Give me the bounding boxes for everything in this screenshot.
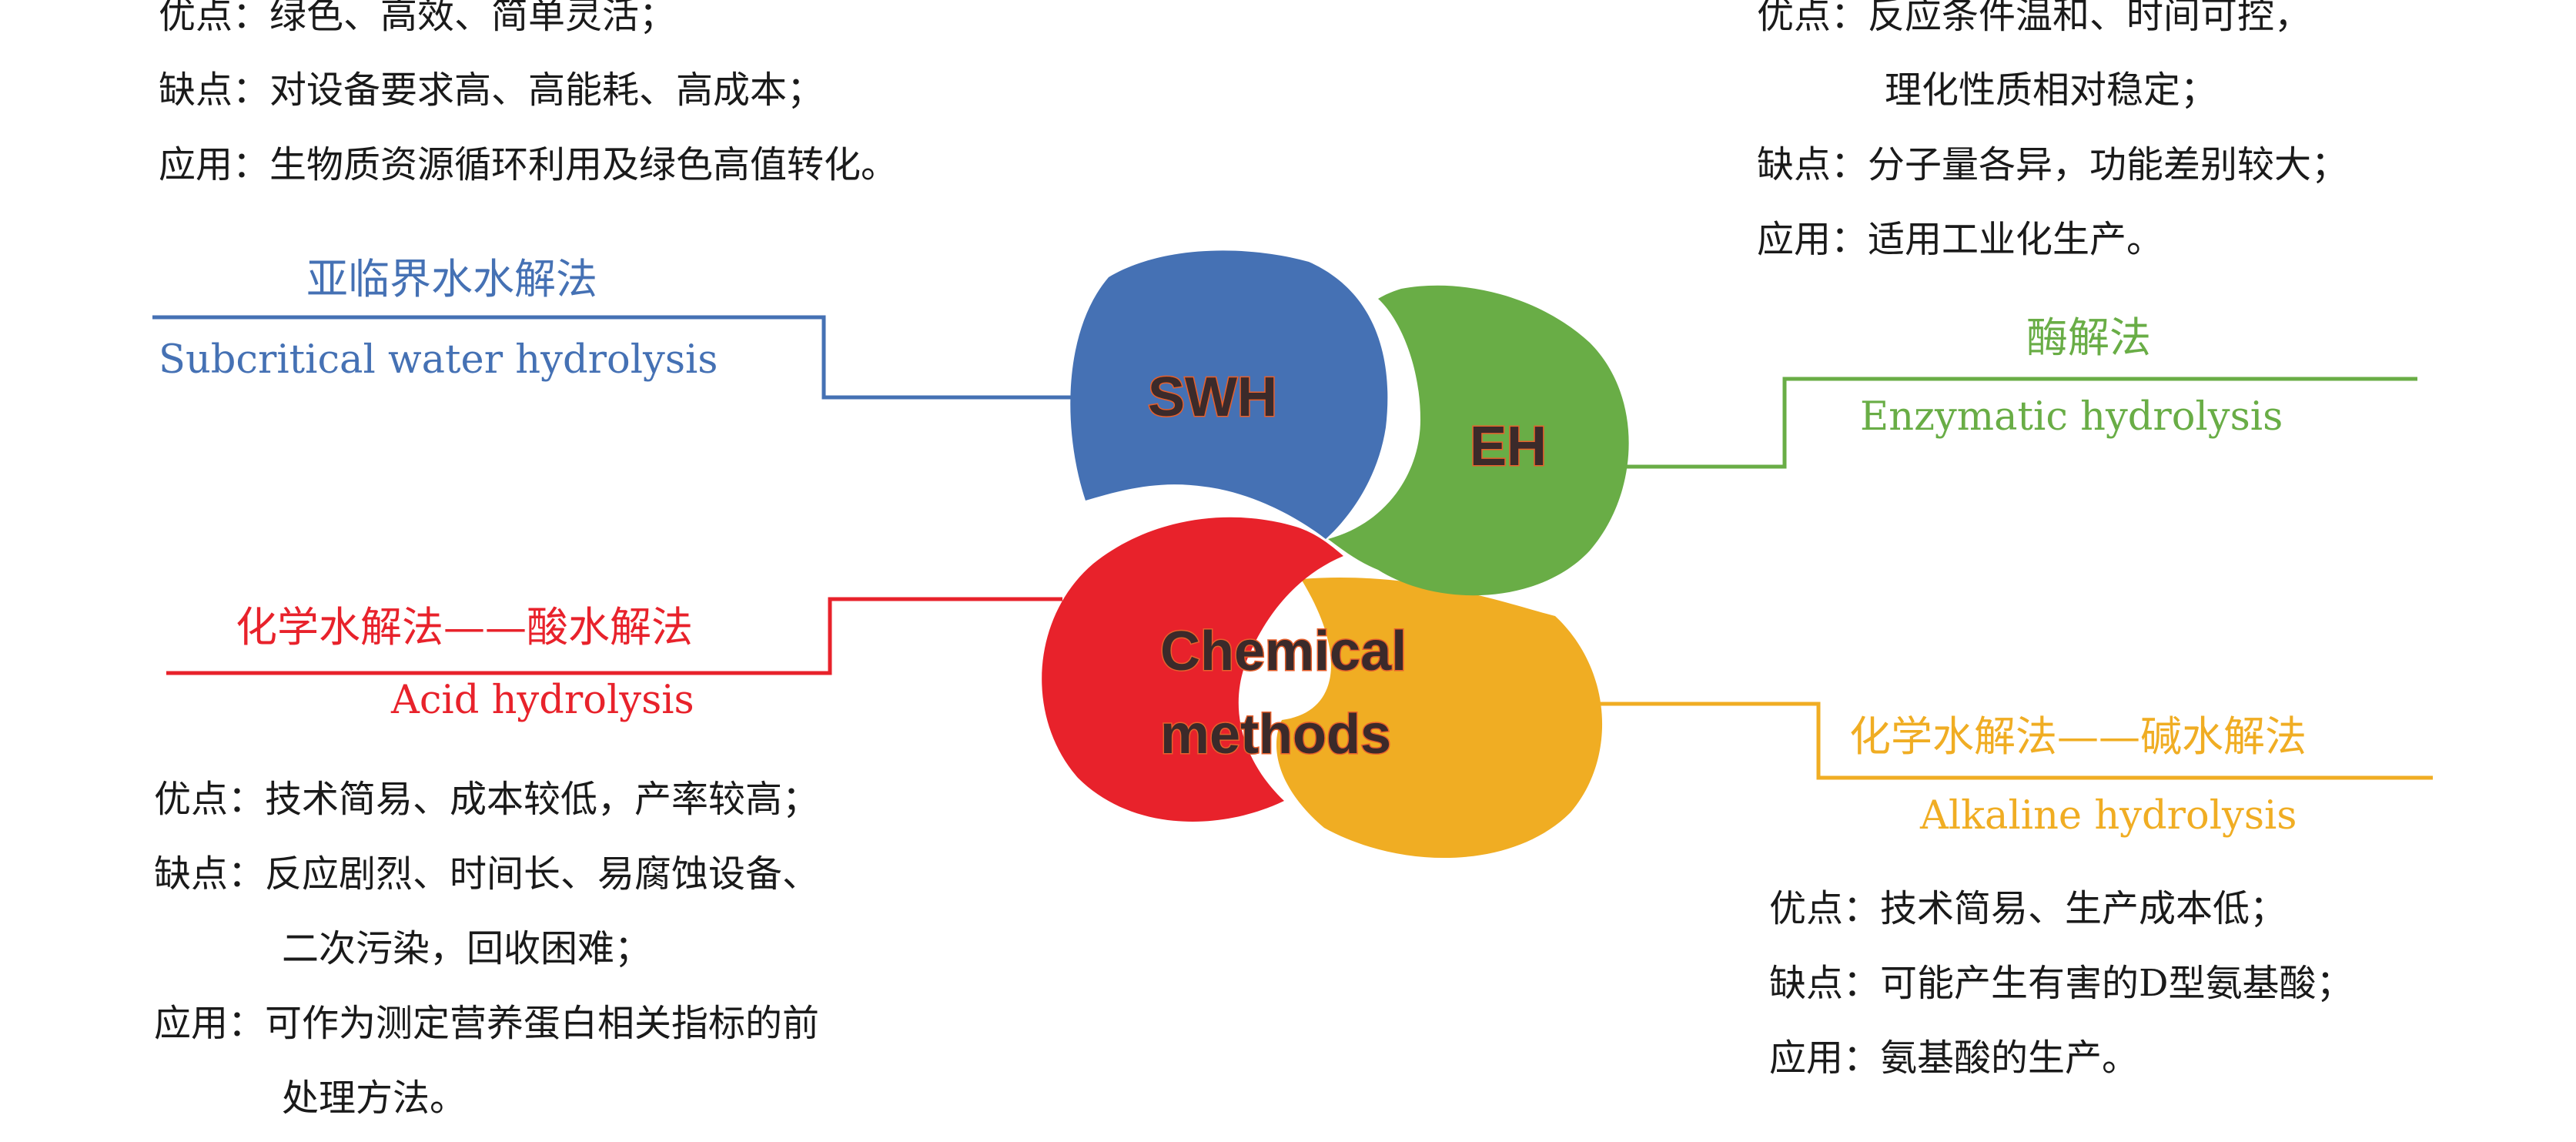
alkaline-cons-text: 可能产生有害的D型氨基酸； <box>1880 962 2354 1005</box>
chemical-label-line1: Chemical <box>1160 621 1407 682</box>
acid-app-text-2: 处理方法。 <box>282 1077 467 1120</box>
acid-petal <box>1042 517 1343 822</box>
swh-cons: 缺点：对设备要求高、高能耗、高成本； <box>159 59 898 134</box>
alkaline-connector <box>1580 702 2433 780</box>
acid-title-en: Acid hydrolysis <box>391 678 694 723</box>
alkaline-title-en: Alkaline hydrolysis <box>1920 793 2297 839</box>
eh-cons-label: 缺点： <box>1757 143 1868 186</box>
acid-cons-label: 缺点： <box>154 852 266 896</box>
swh-title-zh: 亚临界水水解法 <box>306 255 597 303</box>
swh-abbr: SWH <box>1148 367 1277 428</box>
chemical-label-line2: methods <box>1160 704 1391 765</box>
eh-cons: 缺点：分子量各异，功能差别较大； <box>1757 134 2348 209</box>
alkaline-pros: 优点：技术简易、生产成本低； <box>1769 878 2354 953</box>
acid-app: 应用：可作为测定营养蛋白相关指标的前 <box>154 993 819 1067</box>
eh-pros: 优点：反应条件温和、时间可控， <box>1757 0 2348 59</box>
alkaline-app-label: 应用： <box>1769 1037 1881 1080</box>
eh-connector <box>1626 377 2417 469</box>
swh-title-en: Subcritical water hydrolysis <box>159 337 718 383</box>
alkaline-app: 应用：氨基酸的生产。 <box>1769 1027 2354 1102</box>
eh-pros-label: 优点： <box>1757 0 1868 37</box>
swh-cons-text: 对设备要求高、高能耗、高成本； <box>269 69 825 112</box>
swh-app-label: 应用： <box>159 143 270 186</box>
alkaline-notes: 优点：技术简易、生产成本低； 缺点：可能产生有害的D型氨基酸； 应用：氨基酸的生… <box>1769 878 2354 1102</box>
eh-title-zh: 酶解法 <box>2026 313 2151 362</box>
swh-notes: 优点：绿色、高效、简单灵活； 缺点：对设备要求高、高能耗、高成本； 应用：生物质… <box>159 0 898 209</box>
acid-cons-text-2: 二次污染，回收困难； <box>282 927 652 970</box>
acid-notes: 优点：技术简易、成本较低，产率较高； 缺点：反应剧烈、时间长、易腐蚀设备、 二次… <box>154 769 819 1142</box>
acid-connector <box>166 597 1062 675</box>
acid-app-cont: 处理方法。 <box>154 1067 819 1142</box>
alkaline-pros-text: 技术简易、生产成本低； <box>1880 887 2287 930</box>
eh-app-text: 适用工业化生产。 <box>1868 218 2164 261</box>
acid-title-zh: 化学水解法——酸水解法 <box>236 603 693 651</box>
alkaline-app-text: 氨基酸的生产。 <box>1880 1037 2139 1080</box>
swh-connector <box>152 315 1086 400</box>
alkaline-petal <box>1276 577 1603 859</box>
eh-notes: 优点：反应条件温和、时间可控， 理化性质相对稳定； 缺点：分子量各异，功能差别较… <box>1757 0 2348 283</box>
acid-app-label: 应用： <box>154 1002 266 1045</box>
swh-pros: 优点：绿色、高效、简单灵活； <box>159 0 898 59</box>
alkaline-title-zh: 化学水解法——碱水解法 <box>1849 712 2307 761</box>
alkaline-pros-label: 优点： <box>1769 887 1881 930</box>
eh-petal <box>1328 285 1629 596</box>
eh-pros-text-2: 理化性质相对稳定； <box>1885 69 2218 112</box>
swh-pros-text: 绿色、高效、简单灵活； <box>269 0 677 37</box>
alkaline-cons: 缺点：可能产生有害的D型氨基酸； <box>1769 953 2354 1027</box>
eh-app: 应用：适用工业化生产。 <box>1757 209 2348 283</box>
acid-cons-text-1: 反应剧烈、时间长、易腐蚀设备、 <box>265 852 820 896</box>
eh-cons-text: 分子量各异，功能差别较大； <box>1868 143 2349 186</box>
eh-pros-cont: 理化性质相对稳定； <box>1757 59 2348 134</box>
swh-app: 应用：生物质资源循环利用及绿色高值转化。 <box>159 134 898 209</box>
eh-app-label: 应用： <box>1757 218 1868 261</box>
acid-app-text-1: 可作为测定营养蛋白相关指标的前 <box>265 1002 820 1045</box>
swh-pros-label: 优点： <box>159 0 270 37</box>
acid-cons: 缺点：反应剧烈、时间长、易腐蚀设备、 <box>154 843 819 918</box>
swh-petal <box>1070 250 1388 539</box>
eh-title-en: Enzymatic hydrolysis <box>1860 394 2283 440</box>
acid-cons-cont: 二次污染，回收困难； <box>154 918 819 993</box>
eh-pros-text-1: 反应条件温和、时间可控， <box>1868 0 2312 37</box>
swh-cons-label: 缺点： <box>159 69 270 112</box>
acid-pros: 优点：技术简易、成本较低，产率较高； <box>154 769 819 843</box>
acid-pros-label: 优点： <box>154 778 266 821</box>
swh-app-text: 生物质资源循环利用及绿色高值转化。 <box>269 143 898 186</box>
acid-pros-text: 技术简易、成本较低，产率较高； <box>265 778 820 821</box>
alkaline-cons-label: 缺点： <box>1769 962 1881 1005</box>
eh-abbr: EH <box>1470 416 1547 477</box>
